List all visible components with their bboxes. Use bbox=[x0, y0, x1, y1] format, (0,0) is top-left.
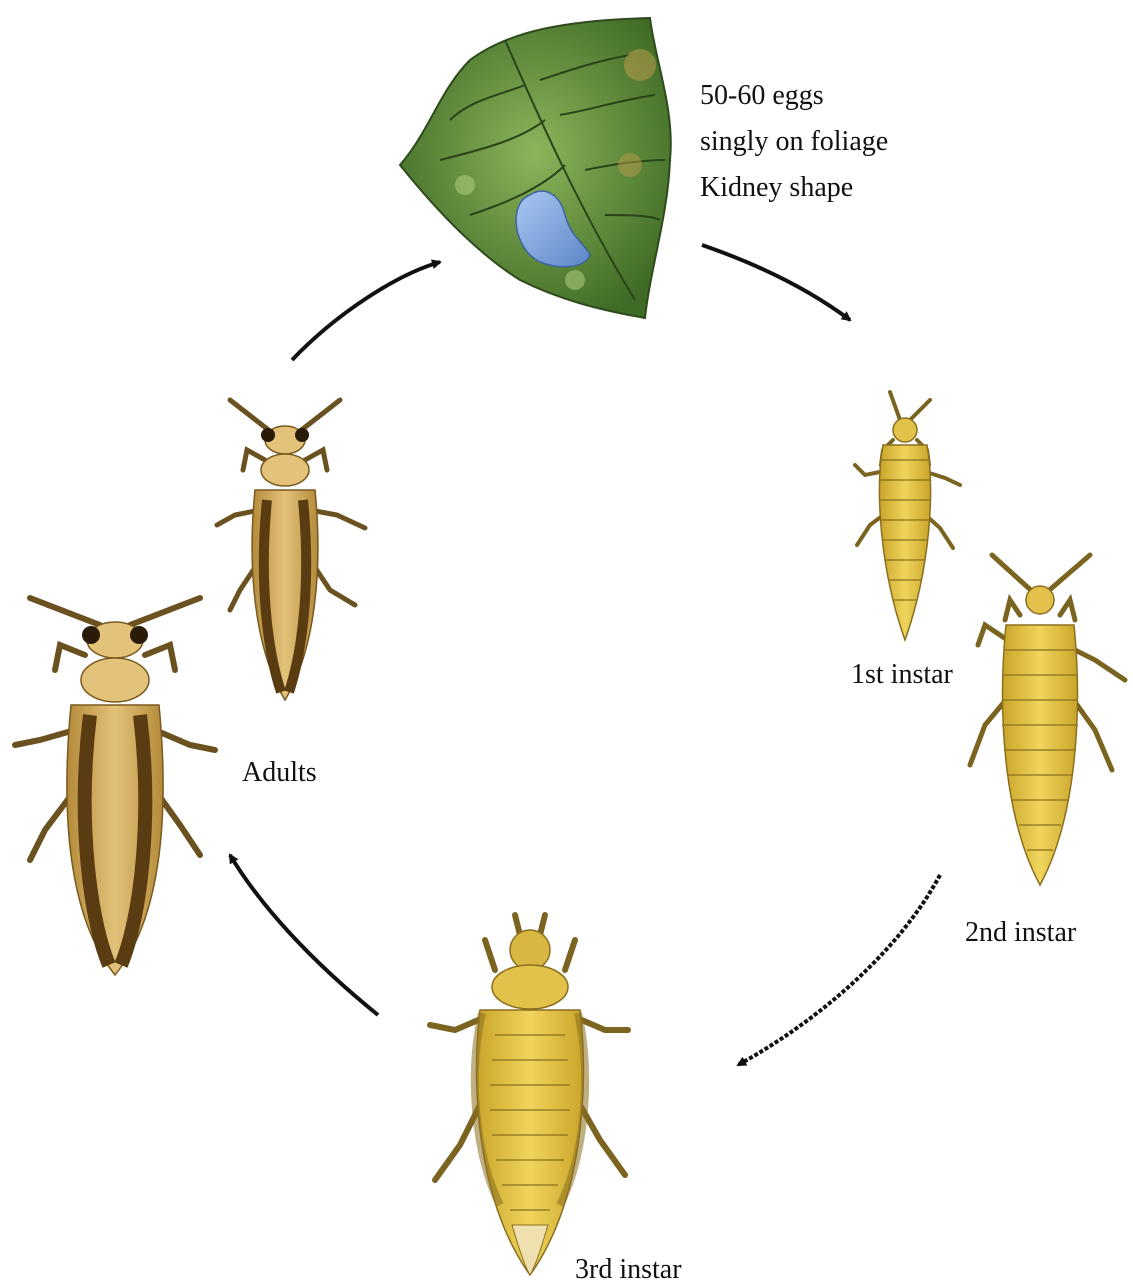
arrow-adults-to-leaf bbox=[292, 262, 440, 360]
first-instar-label: 1st instar bbox=[851, 657, 953, 693]
egg-placement-label: singly on foliage bbox=[700, 124, 888, 170]
egg-shape-label: Kidney shape bbox=[700, 170, 888, 216]
second-instar-label: 2nd instar bbox=[965, 915, 1076, 951]
adult-thrips-small bbox=[217, 400, 365, 700]
leaf-with-egg-illustration bbox=[400, 18, 671, 318]
egg-description: 50-60 eggs singly on foliage Kidney shap… bbox=[700, 78, 888, 216]
third-instar-larva bbox=[430, 915, 628, 1275]
adults-label: Adults bbox=[242, 755, 317, 791]
arrow-third-instar-to-adults bbox=[230, 855, 378, 1015]
first-instar-larva bbox=[855, 392, 960, 640]
egg-count-label: 50-60 eggs bbox=[700, 78, 888, 124]
adult-thrips-large bbox=[15, 598, 215, 975]
third-instar-label: 3rd instar bbox=[575, 1252, 682, 1288]
cycle-arrows bbox=[230, 245, 940, 1065]
arrow-leaf-to-first-instar bbox=[702, 245, 850, 320]
arrow-second-to-third-instar bbox=[738, 875, 940, 1065]
second-instar-larva bbox=[970, 555, 1125, 885]
